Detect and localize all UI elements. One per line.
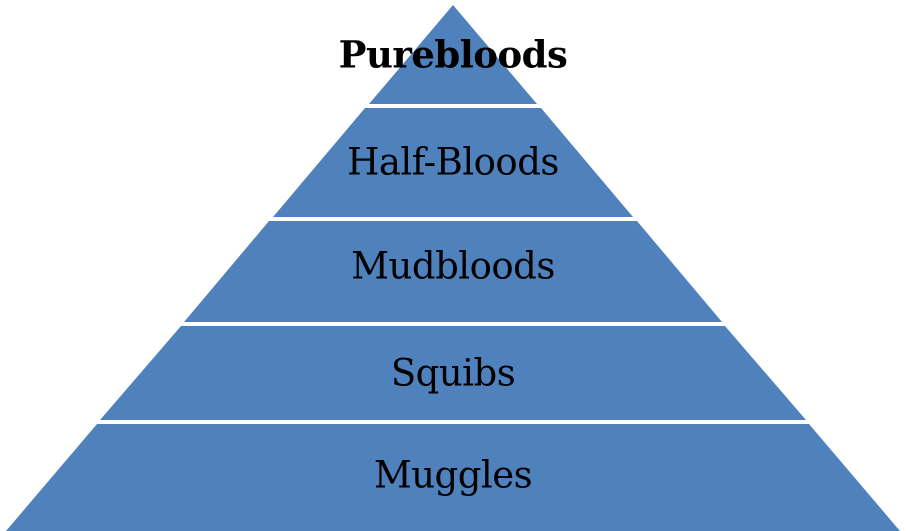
tier-shape-half-bloods — [273, 108, 633, 217]
tier-shape-purebloods — [369, 5, 537, 104]
tier-shape-muggles — [6, 424, 900, 531]
tier-shape-squibs — [100, 326, 806, 420]
tier-shape-mudbloods — [184, 221, 722, 322]
